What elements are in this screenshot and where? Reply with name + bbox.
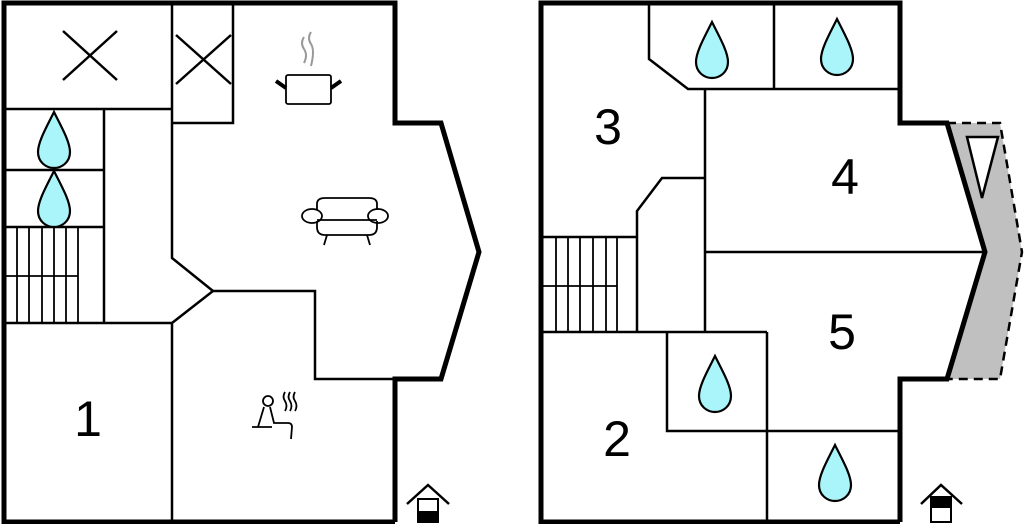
closed-area-x-icon — [175, 34, 232, 85]
stairs-icon — [541, 237, 618, 332]
stairs-icon — [4, 227, 79, 323]
entrance-icon — [406, 483, 450, 523]
balcony-icon — [947, 123, 1022, 379]
arrow-down-icon — [965, 135, 1000, 199]
outer-wall — [538, 0, 988, 524]
ground-floor-plan: 1 — [1, 0, 482, 524]
interior-walls — [541, 3, 985, 522]
outer-wall — [1, 0, 482, 524]
entrance-icon — [920, 483, 963, 523]
shower-drop-icon — [694, 20, 730, 80]
upper-floor-plan: 2 3 4 5 — [538, 0, 1024, 524]
room-label: 3 — [594, 99, 622, 155]
closed-area-x-icon — [62, 30, 118, 81]
interior-walls — [4, 3, 395, 522]
sauna-icon — [252, 391, 298, 440]
room-label: 5 — [828, 304, 856, 360]
shower-drop-icon — [697, 354, 733, 414]
kitchen-pot-icon — [274, 31, 343, 105]
shower-drop-icon — [36, 110, 72, 170]
shower-drop-icon — [817, 443, 853, 503]
sofa-icon — [301, 197, 389, 246]
shower-drop-icon — [36, 169, 72, 229]
shower-drop-icon — [819, 17, 855, 77]
room-label: 1 — [74, 391, 102, 447]
room-label: 4 — [831, 149, 859, 205]
room-label: 2 — [603, 411, 631, 467]
